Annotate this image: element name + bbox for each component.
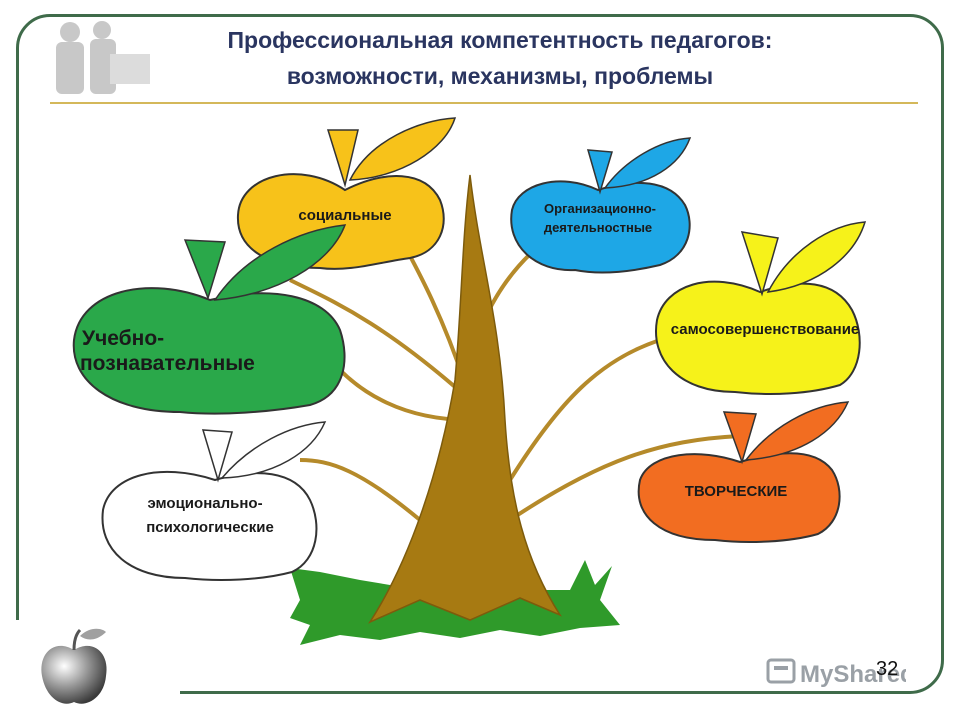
slide-title: Профессиональная компетентность педагого…	[60, 22, 940, 94]
page-number: 32	[876, 658, 899, 680]
slide-frame	[16, 14, 944, 694]
title-divider	[50, 102, 918, 104]
apple-emotional: эмоционально- психологические	[101, 421, 327, 581]
apple-creative: ТВОРЧЕСКИЕ	[637, 401, 850, 543]
apple-social-label: социальные	[298, 207, 391, 224]
myshared-logo-icon: MyShared	[766, 658, 906, 688]
tree-trunk	[368, 174, 562, 624]
slide-title-line-1: Профессиональная компетентность педагого…	[227, 27, 773, 53]
apple-educational: Учебно- познавательные	[72, 224, 347, 415]
silver-apple-icon	[41, 628, 107, 704]
apple-educational-label-1: Учебно-	[82, 327, 164, 350]
apple-creative-label: ТВОРЧЕСКИЕ	[685, 483, 788, 500]
slide-title-line-2: возможности, механизмы, проблемы	[286, 63, 714, 89]
apple-selfimprovement-label: самосовершенствование	[671, 321, 860, 338]
apple-organizational: Организационно- деятельностные	[510, 137, 692, 274]
apple-emotional-label-2: психологические	[146, 519, 274, 536]
apple-educational-label-2: познавательные	[80, 352, 255, 375]
apple-emotional-label-1: эмоционально-	[147, 495, 262, 512]
apple-selfimprovement: самосовершенствование	[655, 221, 867, 395]
apple-organizational-label-1: Организационно-	[544, 201, 656, 216]
apple-organizational-label-2: деятельностные	[544, 220, 652, 235]
watermark-text: MyShared	[800, 661, 906, 688]
people-silhouette-icon	[56, 21, 150, 94]
